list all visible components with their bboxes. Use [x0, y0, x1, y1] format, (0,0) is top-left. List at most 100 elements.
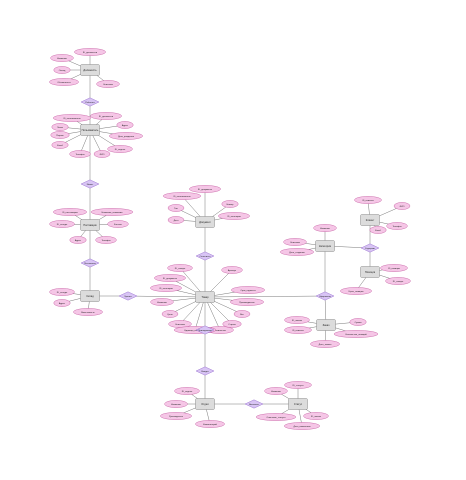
attribute-node[interactable]: ID_статуса [284, 381, 312, 389]
attribute-node[interactable]: ID_должности [74, 48, 106, 56]
entity-label: Заказ [323, 323, 331, 327]
entity-node[interactable]: Склад [80, 290, 100, 302]
attribute-node[interactable]: Производитель [230, 298, 264, 306]
attribute-node[interactable]: Логин [51, 123, 69, 131]
entity-node[interactable]: Заказ [316, 319, 336, 331]
attribute-node[interactable]: Страна [222, 320, 242, 328]
relationship-node[interactable]: Содержит [360, 243, 380, 253]
entity-node[interactable]: Клиент [360, 214, 380, 226]
attribute-node[interactable]: Email [369, 226, 387, 234]
attribute-node[interactable]: Email [51, 141, 69, 149]
attribute-node[interactable]: Дата_рождения [109, 132, 143, 140]
relationship-node[interactable]: Работает [80, 97, 100, 107]
attribute-label: ID_пользователя [63, 118, 81, 120]
attribute-node[interactable]: Артикул [221, 266, 243, 274]
attribute-node[interactable]: ID_отдела [107, 145, 133, 153]
attribute-node[interactable]: ID_категории [150, 284, 182, 292]
entity-node[interactable]: Товар [195, 291, 215, 303]
entity-label: Товар [201, 295, 209, 299]
attribute-node[interactable]: Телефон [386, 222, 408, 230]
attribute-node[interactable]: Количество_позиций [333, 330, 379, 338]
attribute-node[interactable]: Вместимость [73, 308, 103, 316]
attribute-node[interactable]: ФИО [93, 150, 111, 158]
attribute-node[interactable]: Номер [221, 200, 239, 208]
entity-node[interactable]: Документ [195, 216, 215, 228]
attribute-node[interactable]: ФИО [393, 202, 411, 210]
relationship-diamond [118, 291, 138, 301]
attribute-node[interactable]: Адрес [69, 236, 87, 244]
attribute-label: Тип [174, 208, 178, 210]
entity-node[interactable]: Пользователь [80, 124, 100, 136]
attribute-node[interactable]: Телефон [95, 236, 117, 244]
attribute-node[interactable]: Телефон [69, 150, 91, 158]
attribute-node[interactable]: ID_отдела [174, 387, 200, 395]
relationship-diamond [315, 291, 335, 301]
attribute-node[interactable]: ID_поставщика [53, 208, 87, 216]
attribute-node[interactable]: Название_компании [90, 208, 134, 216]
entity-node[interactable]: Статус [288, 398, 308, 410]
entity-node[interactable]: Отдел [195, 398, 215, 410]
attribute-node[interactable]: Описание [96, 80, 120, 88]
relationship-node[interactable]: Хранит [118, 291, 138, 301]
relationship-node[interactable]: Поставляет [80, 258, 100, 268]
attribute-node[interactable]: Адрес [116, 121, 134, 129]
attribute-node[interactable]: ID_клиента [284, 326, 312, 334]
attribute-node[interactable]: Название [150, 298, 174, 306]
attribute-node[interactable]: ID_позиции [380, 264, 408, 272]
attribute-node[interactable]: Название [164, 400, 188, 408]
attribute-node[interactable]: Описание_статуса [256, 413, 297, 421]
attribute-node[interactable]: Тип [167, 204, 185, 212]
attribute-node[interactable]: Срок_годности [231, 286, 265, 294]
attribute-node[interactable]: Описание [283, 238, 307, 246]
attribute-node[interactable]: Дата_создания [280, 248, 314, 256]
attribute-node[interactable]: Название [313, 224, 337, 232]
attribute-node[interactable]: ID_пользователя [53, 114, 91, 122]
attribute-node[interactable]: ID_склада [49, 220, 75, 228]
attribute-node[interactable]: ID_заказа [284, 316, 310, 324]
relationship-node[interactable]: Имеет [80, 179, 100, 189]
entity-node[interactable]: Категория [315, 240, 335, 252]
attribute-node[interactable]: ID_заказа [303, 412, 329, 420]
attribute-node[interactable]: Оклад [53, 66, 71, 74]
attribute-node[interactable]: Обязанности [49, 78, 79, 86]
attribute-node[interactable]: ID_категории [218, 212, 250, 220]
attribute-node[interactable]: Название [50, 54, 74, 62]
attribute-node[interactable]: Цена_позиции [340, 287, 372, 295]
attribute-node[interactable]: ID_пользователя [163, 192, 201, 200]
relationship-node[interactable]: Включает [244, 399, 264, 409]
attribute-ellipse [303, 412, 329, 420]
attribute-label: Производитель [239, 302, 255, 304]
attribute-node[interactable]: Дата_заказа [310, 340, 340, 348]
attribute-node[interactable]: Пароль [50, 131, 70, 139]
attribute-node[interactable]: Название [264, 387, 288, 395]
attribute-label: Руководитель [169, 416, 184, 418]
attribute-node[interactable]: ID_товара [385, 277, 411, 285]
attribute-ellipse [49, 78, 79, 86]
attribute-node[interactable]: Адрес [53, 299, 71, 307]
attribute-ellipse [218, 212, 250, 220]
attribute-label: Оклад [59, 70, 66, 72]
attribute-node[interactable]: ID_клиента [354, 196, 382, 204]
attribute-node[interactable]: Дата [167, 216, 185, 224]
relationship-diamond [195, 366, 215, 376]
attribute-node[interactable]: ID_склада [49, 288, 75, 296]
entity-node[interactable]: Позиция [360, 266, 380, 278]
entity-node[interactable]: Поставщик [80, 219, 100, 231]
relationship-node[interactable]: Принадлежит [195, 325, 215, 335]
attribute-node[interactable]: Вес [233, 310, 251, 318]
entity-node[interactable]: Должность [80, 64, 100, 76]
attribute-node[interactable]: Цена [161, 310, 179, 318]
attribute-node[interactable]: Дата_изменения [284, 422, 320, 430]
attribute-node[interactable]: Сумма [349, 318, 367, 326]
attribute-node[interactable]: ID_документа [189, 185, 221, 193]
attribute-node[interactable]: ID_товара [167, 264, 193, 272]
attribute-node[interactable]: Контакт [107, 220, 129, 228]
attribute-node[interactable]: Комментарий [195, 420, 225, 428]
attribute-node[interactable]: ID_документа [154, 274, 186, 282]
relationship-node[interactable]: Оформляет [315, 291, 335, 301]
attribute-node[interactable]: ID_должности [90, 112, 122, 120]
attribute-node[interactable]: Руководитель [160, 412, 192, 420]
relationship-node[interactable]: Входит [195, 366, 215, 376]
relationship-node[interactable]: Относится [195, 251, 215, 261]
attribute-label: Сумма [355, 322, 363, 324]
